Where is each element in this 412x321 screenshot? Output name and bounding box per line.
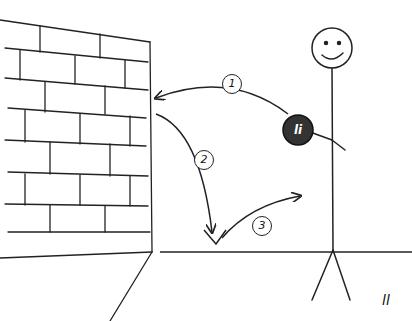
callout-number: 1 [222, 74, 242, 94]
signature: ll [382, 292, 390, 308]
throw-arrows [156, 87, 300, 244]
brick-wall [0, 20, 152, 321]
callout-number: 2 [194, 150, 214, 170]
ground-line [160, 251, 412, 252]
ball [283, 115, 313, 145]
ball-label: li [294, 123, 302, 137]
stick-figure [310, 28, 352, 300]
callout-number: 3 [252, 216, 272, 236]
